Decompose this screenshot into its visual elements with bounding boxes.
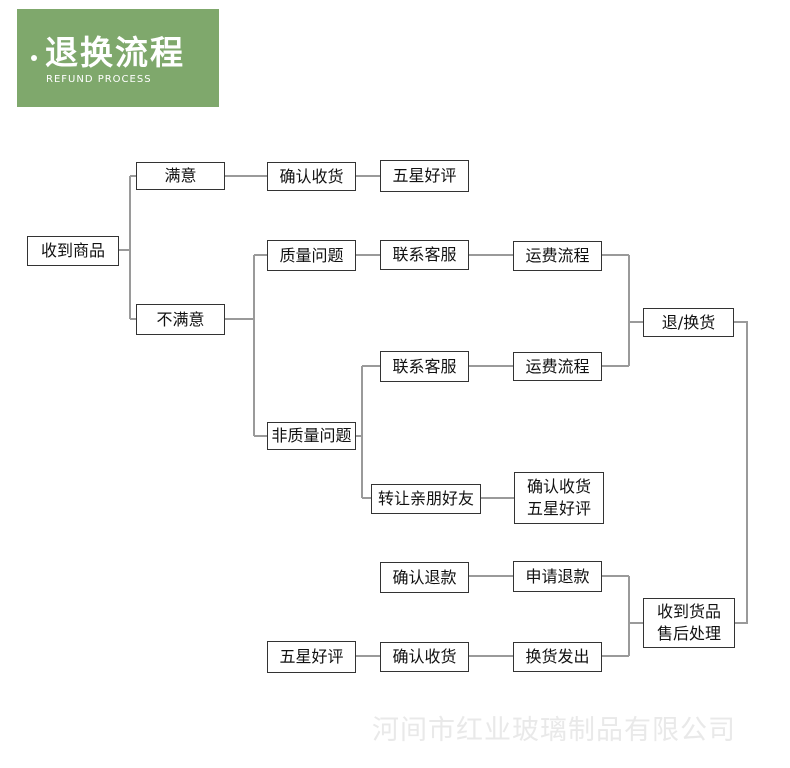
company-watermark: 河间市红业玻璃制品有限公司 [372, 715, 736, 746]
node-line: 五星好评 [526, 499, 591, 518]
node-non-quality-issue: 非质量问题 [267, 422, 356, 450]
connector-root [118, 175, 136, 320]
connector-dissatisfied [224, 254, 267, 437]
node-satisfied: 满意 [136, 162, 225, 190]
node-confirm-receipt: 确认收货 [380, 642, 469, 672]
node-line: 收到货品 [656, 602, 721, 621]
node-dissatisfied: 不满意 [136, 304, 225, 335]
connector-cs2 [468, 365, 514, 499]
node-receive-goods: 收到商品 [27, 236, 119, 266]
node-line: 售后处理 [656, 624, 721, 643]
node-exchange-ship: 换货发出 [513, 642, 602, 672]
node-line: 确认收货 [526, 477, 591, 496]
header-banner: 退换流程 REFUND PROCESS [17, 9, 219, 107]
node-return-exchange: 退/换货 [643, 308, 734, 337]
page-subtitle: REFUND PROCESS [46, 74, 152, 85]
connector-after-sales [601, 575, 643, 657]
bullet-dot-icon [31, 55, 37, 61]
connector-shipping [601, 254, 643, 367]
node-five-star: 五星好评 [267, 641, 356, 673]
node-confirm-receipt: 确认收货 [267, 162, 356, 191]
connector-return [733, 321, 748, 624]
node-shipping-process: 运费流程 [513, 241, 602, 271]
node-five-star: 五星好评 [380, 160, 469, 192]
page-title: 退换流程 [45, 33, 185, 72]
connector-nonquality [355, 365, 380, 499]
node-shipping-process: 运费流程 [513, 352, 602, 381]
node-contact-cs: 联系客服 [380, 240, 469, 270]
node-confirm-refund: 确认退款 [380, 562, 469, 593]
node-confirm-and-review: 确认收货 五星好评 [514, 472, 604, 524]
node-contact-cs: 联系客服 [380, 351, 469, 382]
node-transfer-friend: 转让亲朋好友 [371, 484, 481, 514]
node-apply-refund: 申请退款 [513, 561, 602, 592]
node-quality-issue: 质量问题 [267, 240, 356, 271]
node-after-sales: 收到货品 售后处理 [643, 598, 735, 648]
